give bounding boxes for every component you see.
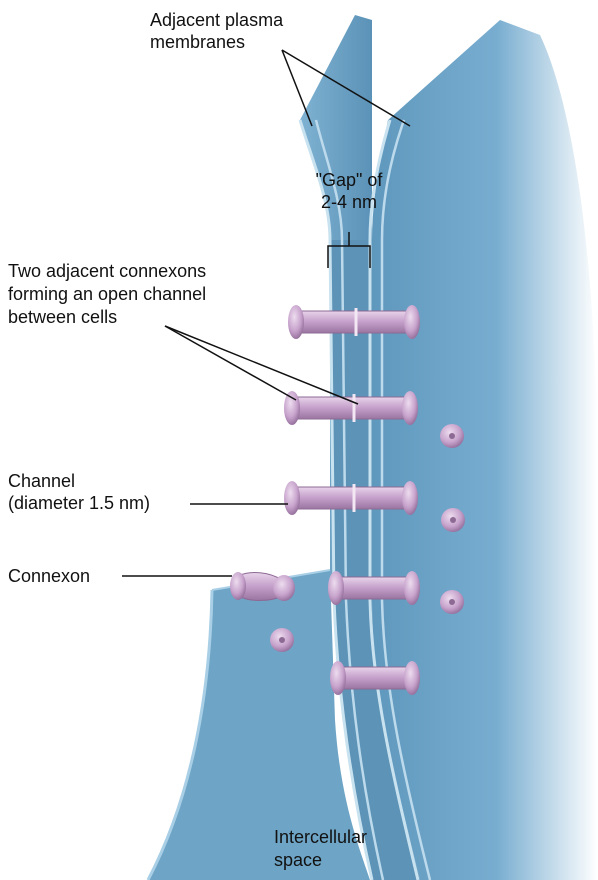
right-cell-membrane-sheet (372, 20, 598, 880)
free-connexon (230, 572, 295, 601)
connexons-label-line1: Two adjacent connexons (8, 260, 206, 282)
connexon-face-2 (441, 508, 465, 532)
gap-label-line2: 2-4 nm (301, 191, 397, 213)
membranes-label-line1: Adjacent plasma (150, 9, 283, 31)
connexon-label: Connexon (8, 565, 90, 587)
intercellular-space-label-line2: space (274, 849, 322, 871)
channel-label-line1: Channel (8, 470, 75, 492)
connexon-face-4 (270, 628, 294, 652)
connexon-face-1 (440, 424, 464, 448)
leader-connexons-right (165, 326, 358, 404)
leader-membranes-left (282, 50, 312, 126)
connexon-face-3 (440, 590, 464, 614)
membranes-label-line2: membranes (150, 31, 245, 53)
leader-connexons-left (165, 326, 296, 400)
intercellular-space-label-line1: Intercellular (274, 826, 367, 848)
connexons-label-line3: between cells (8, 306, 117, 328)
connexons-label-line2: forming an open channel (8, 283, 206, 305)
gap-label-line1: "Gap" of (301, 169, 397, 191)
channel-label-line2: (diameter 1.5 nm) (8, 492, 150, 514)
